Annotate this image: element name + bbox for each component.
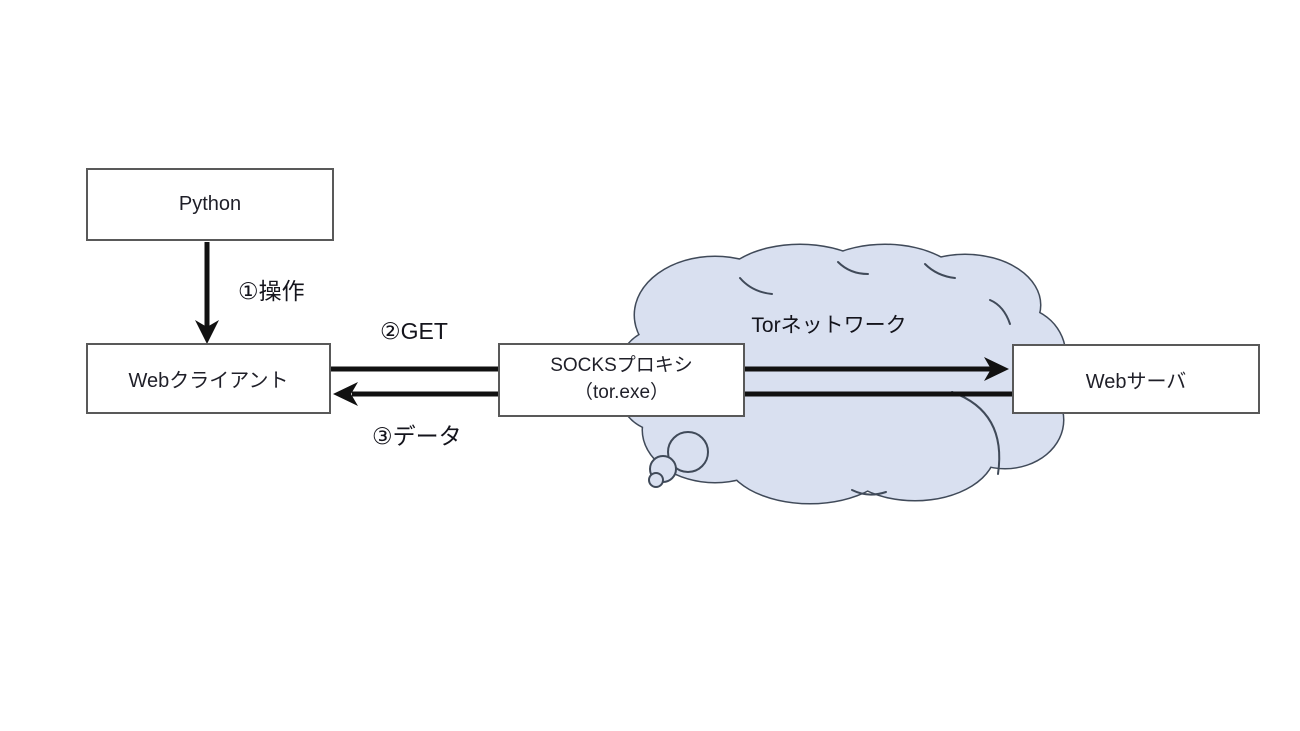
edge-label-step3-data: ③データ bbox=[372, 423, 462, 449]
edge-label-step2-get: ②GET bbox=[380, 318, 448, 344]
node-web-client-label: Webクライアント bbox=[128, 370, 289, 392]
node-socks-proxy: SOCKSプロキシ （tor.exe） bbox=[498, 343, 745, 417]
node-web-server: Webサーバ bbox=[1012, 344, 1260, 414]
node-web-client: Webクライアント bbox=[86, 343, 331, 414]
node-python: Python bbox=[86, 168, 334, 241]
edge-label-step1-operate: ①操作 bbox=[238, 278, 305, 304]
node-python-label: Python bbox=[178, 193, 242, 215]
node-socks-proxy-label-line1: SOCKSプロキシ bbox=[550, 355, 693, 377]
tor-network-label: Torネットワーク bbox=[751, 314, 907, 337]
node-socks-proxy-label-line2: （tor.exe） bbox=[573, 382, 670, 403]
cloud-tail-circles bbox=[648, 431, 709, 488]
node-web-server-label: Webサーバ bbox=[1085, 370, 1187, 393]
arrow-step1-python-to-client bbox=[195, 242, 219, 344]
cloud-notch-arcs bbox=[739, 261, 1011, 496]
